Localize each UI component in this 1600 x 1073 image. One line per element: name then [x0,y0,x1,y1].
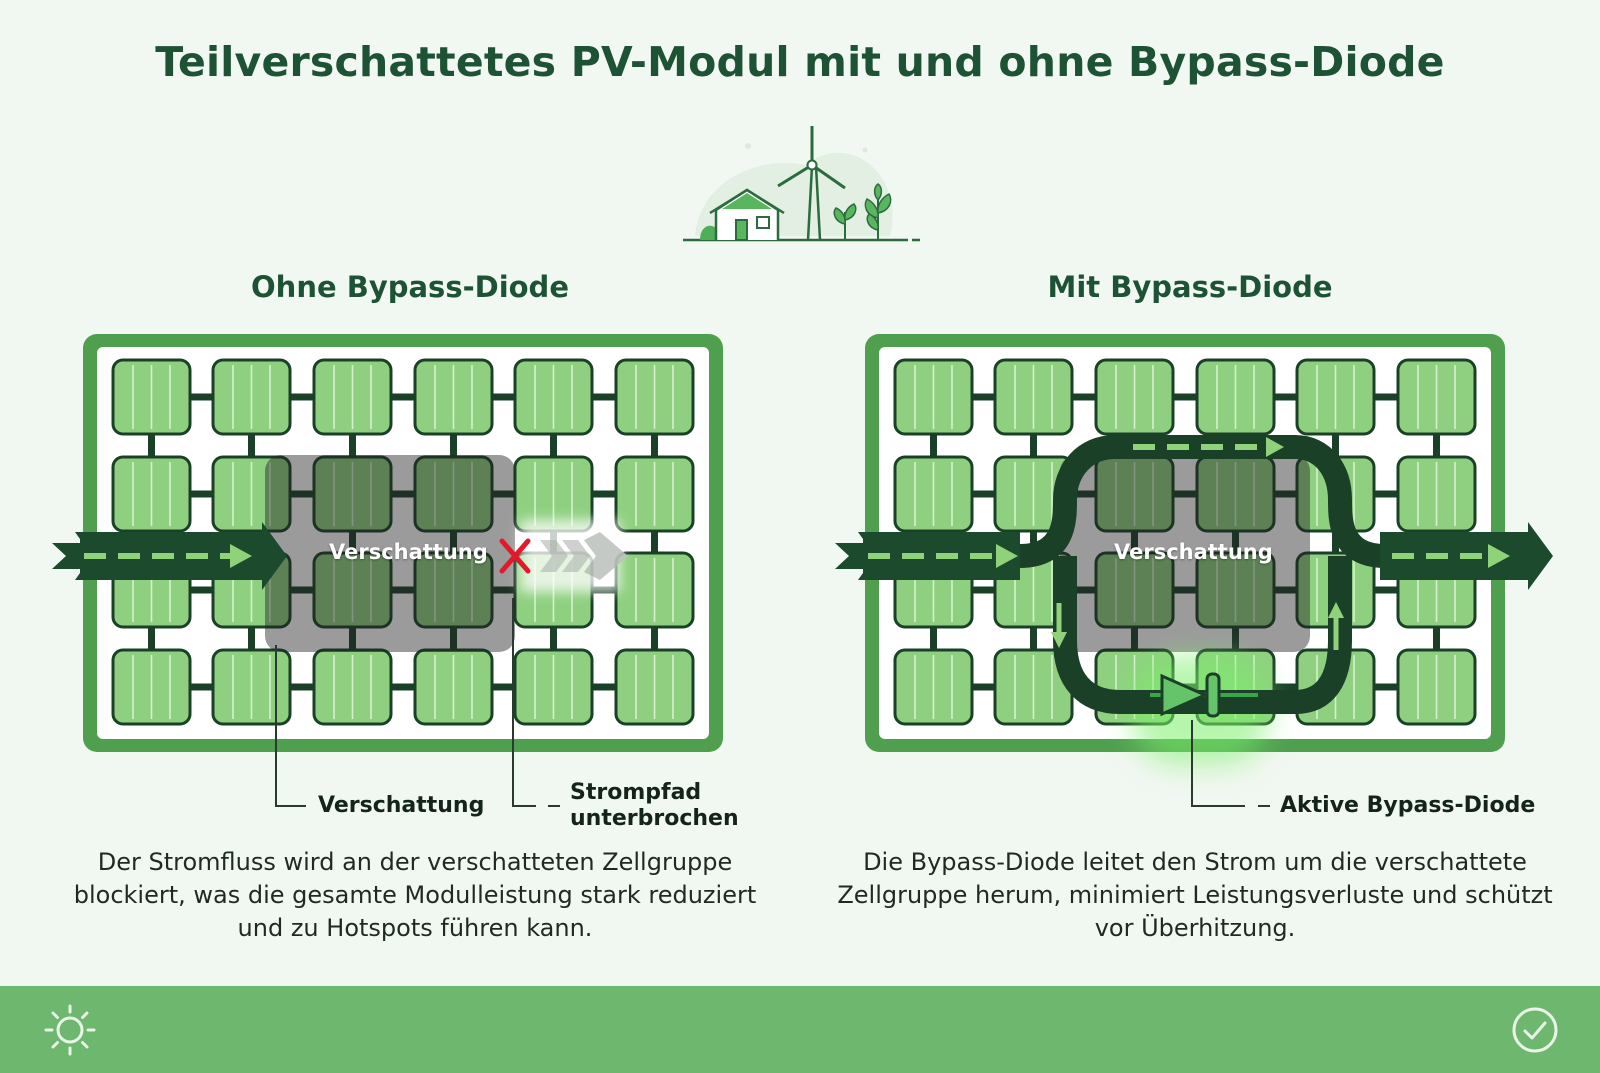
current-arrow-left-blocked [520,520,628,592]
shaded-solar-cell [1094,551,1175,629]
solar-cell [211,358,292,436]
solar-cell [614,551,695,629]
solar-cell [413,358,494,436]
solar-cell [1396,455,1477,533]
solar-cell [1295,358,1376,436]
solar-cell [893,358,974,436]
sun-icon [44,1004,96,1056]
callout-path-interrupted: Strompfad unterbrochen [570,780,739,831]
red-x-icon [499,538,531,574]
footer-bar [0,986,1600,1073]
solar-cell [111,358,192,436]
solar-cell [312,648,393,726]
shading-area-right [1060,455,1310,652]
callout-lines-left [275,598,560,807]
shaded-solar-cell [413,455,494,533]
solar-cell [211,455,292,533]
solar-cell [312,358,393,436]
shaded-solar-cell [1195,551,1276,629]
solar-cell [614,648,695,726]
callout-active-bypass-diode: Aktive Bypass-Diode [1280,793,1536,818]
heading-with-bypass: Mit Bypass-Diode [1047,270,1333,304]
shaded-solar-cell [312,551,393,629]
current-arrow-right-in [835,532,1020,580]
shading-area-left [265,455,515,652]
checkmark-circle-icon [1512,1007,1558,1053]
heading-without-bypass: Ohne Bypass-Diode [251,270,569,304]
solar-cell [1396,358,1477,436]
solar-cell [111,648,192,726]
page-title: Teilverschattetes PV-Modul mit und ohne … [155,38,1445,86]
solar-cell [111,455,192,533]
solar-cell [513,648,594,726]
shaded-solar-cell [312,455,393,533]
shaded-solar-cell [1195,455,1276,533]
solar-cell [614,455,695,533]
solar-cell [1195,358,1276,436]
current-arrow-left-in [52,522,287,590]
solar-cell [413,648,494,726]
house-wind-turbine-plants-icon [683,126,920,242]
shaded-solar-cell [1094,455,1175,533]
solar-cell [893,648,974,726]
description-without-bypass: Der Stromfluss wird an der verschatteten… [73,848,757,942]
current-arrow-right-out [1380,522,1553,590]
pv-module-with-bypass [865,334,1505,752]
callout-line-diode [1191,720,1270,807]
diode-icon [1150,672,1258,718]
solar-cell [993,358,1074,436]
callout-shading: Verschattung [318,793,485,818]
solar-cell [513,358,594,436]
solar-cell [1396,648,1477,726]
solar-cell [1094,358,1175,436]
solar-cell [614,358,695,436]
description-with-bypass: Die Bypass-Diode leitet den Strom um die… [837,848,1553,942]
solar-cell [211,648,292,726]
solar-cell [893,455,974,533]
solar-cell [513,455,594,533]
shaded-solar-cell [413,551,494,629]
shading-label-left: Verschattung [329,540,488,564]
shading-label-right: Verschattung [1114,540,1273,564]
